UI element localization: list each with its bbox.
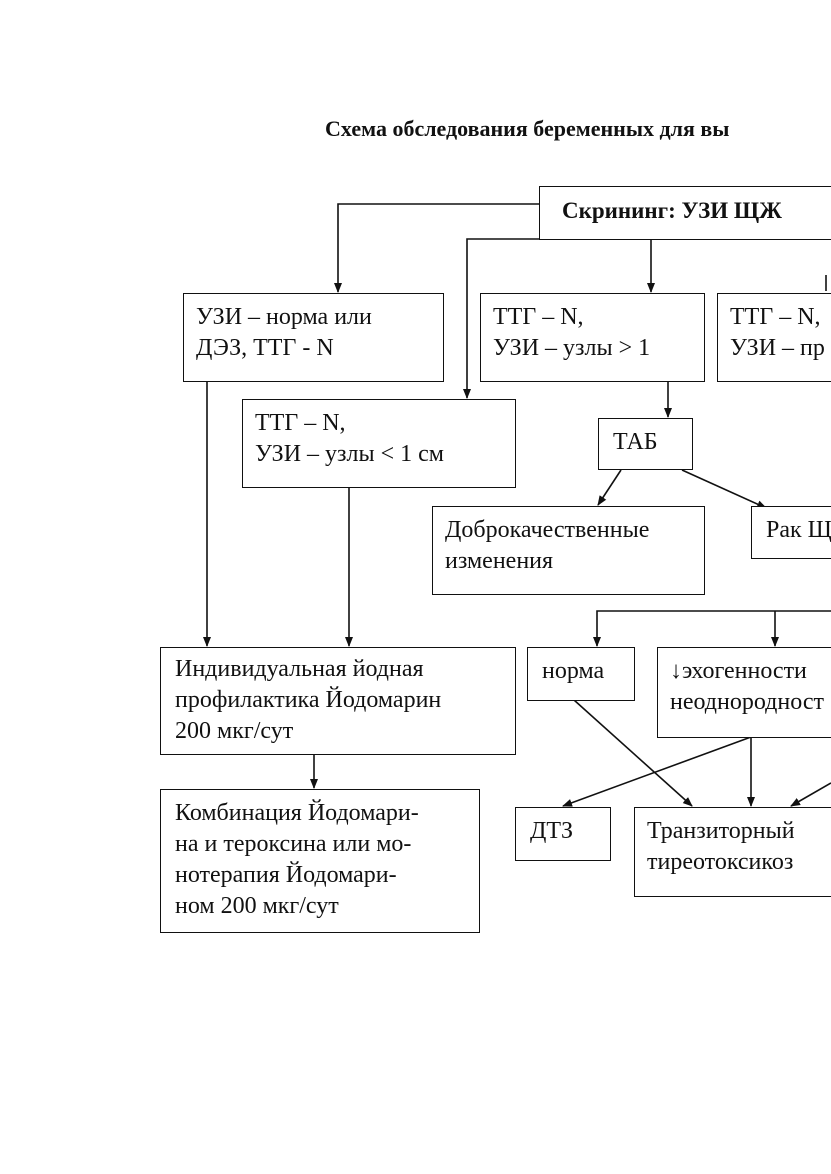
benign-node: Доброкачественные изменения [432, 506, 705, 595]
uzi-norm-node: УЗИ – норма или ДЭЗ, ТТГ - N [183, 293, 444, 382]
arrow-right-to-transient [790, 782, 831, 807]
echogenicity-node: ↓эхогенности неоднородност [657, 647, 831, 738]
dtz-node: ДТЗ [515, 807, 611, 861]
arrow-screening-to-nodes-lt [463, 238, 539, 399]
cancer-node: Рак Щ [751, 506, 831, 559]
arrow-norma-to-transient [573, 699, 693, 807]
ttg-nodes-gt-node: ТТГ – N, УЗИ – узлы > 1 [480, 293, 705, 382]
ttg-partial-node: ТТГ – N, УЗИ – пр [717, 293, 831, 382]
arrow-screening-to-uzi-norm [334, 203, 539, 293]
screening-node: Скрининг: УЗИ ЩЖ [539, 186, 831, 240]
arrow-tab-to-cancer [681, 469, 767, 509]
arrow-tab-to-benign [597, 469, 622, 506]
iodine-prophylaxis-node: Индивидуальная йодная профилактика Йодом… [160, 647, 516, 755]
ttg-nodes-lt-node: ТТГ – N, УЗИ – узлы < 1 см [242, 399, 516, 488]
transient-thyrotoxicosis-node: Транзиторный тиреотоксикоз [634, 807, 831, 897]
branch-bar [593, 610, 831, 647]
page-title: Схема обследования беременных для вы [325, 116, 730, 141]
combination-node: Комбинация Йодомари- на и тероксина или … [160, 789, 480, 933]
arrow-echogenicity-to-dtz [562, 736, 752, 807]
norma-node: норма [527, 647, 635, 701]
tab-node: ТАБ [598, 418, 693, 470]
